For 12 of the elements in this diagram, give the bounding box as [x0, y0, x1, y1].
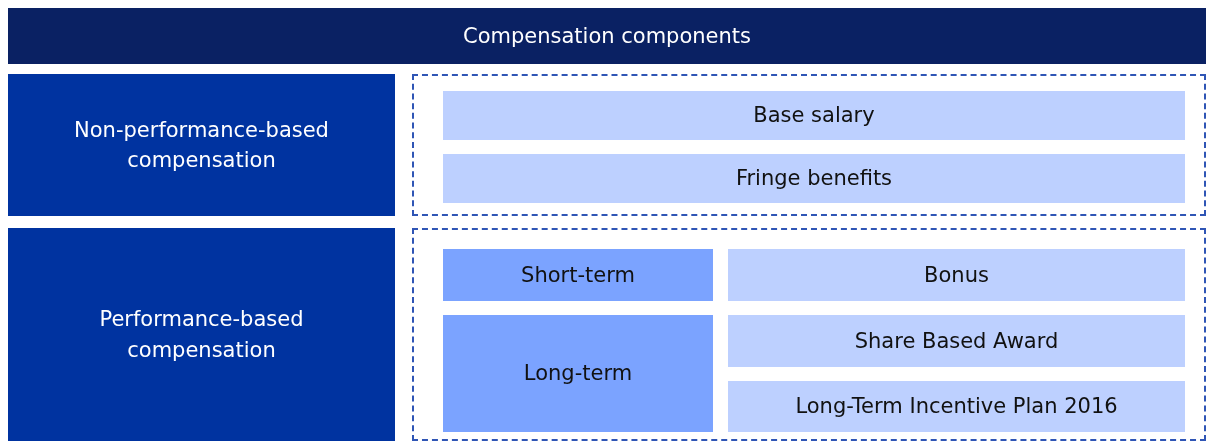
component-box: Bonus	[728, 249, 1185, 301]
header-bar: Compensation components	[8, 8, 1206, 64]
component-box: Share Based Award	[728, 315, 1185, 367]
term-box: Short-term	[443, 249, 713, 301]
component-box: Long-Term Incentive Plan 2016	[728, 381, 1185, 432]
category-box: Performance-based compensation	[8, 228, 395, 441]
category-box: Non-performance-based compensation	[8, 74, 395, 216]
dashed-group-box	[412, 74, 1206, 216]
component-box: Fringe benefits	[443, 154, 1185, 203]
component-box: Base salary	[443, 91, 1185, 140]
dashed-group-box	[412, 228, 1206, 441]
term-box: Long-term	[443, 315, 713, 432]
